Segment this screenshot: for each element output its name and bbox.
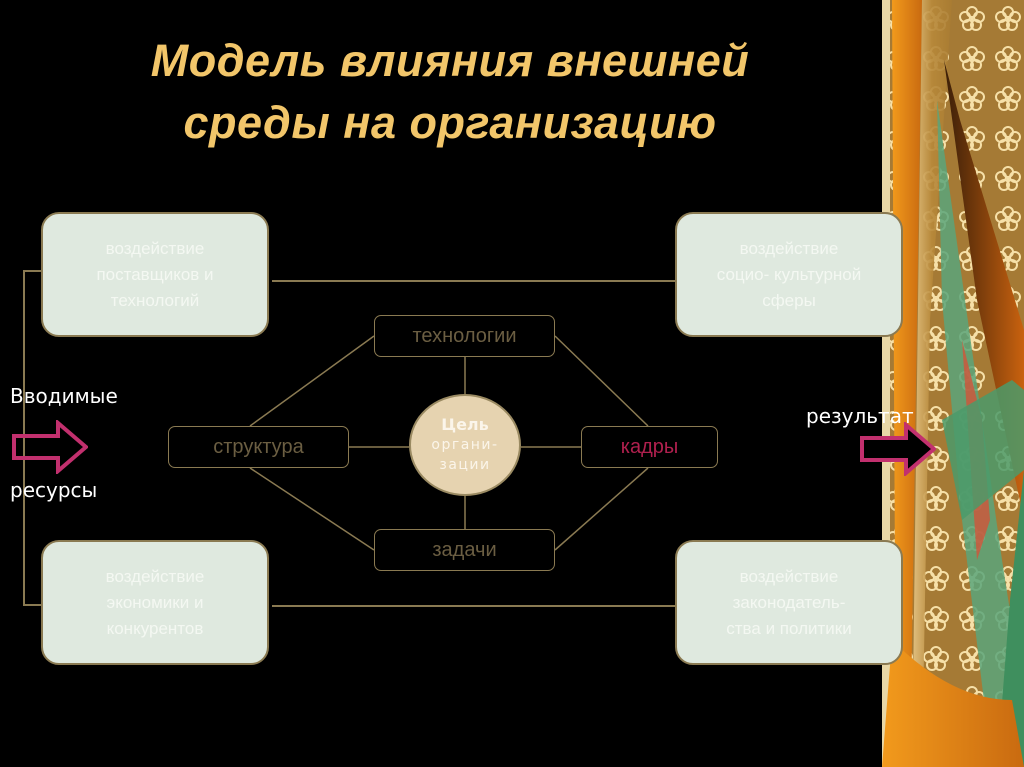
env-box-label: воздействие экономики и конкурентов xyxy=(105,566,205,638)
right-arrow-icon xyxy=(860,422,936,476)
org-box-label: задачи xyxy=(432,538,497,561)
inputs-label-bottom: ресурсы xyxy=(10,478,98,502)
env-box-legislation-politics: воздействие законодатель- ства и политик… xyxy=(675,540,903,665)
env-box-suppliers-technologies: воздействие поставщиков и технологий xyxy=(41,212,269,337)
outputs-label: результат xyxy=(806,404,914,428)
goal-line-2: органи- xyxy=(431,437,499,453)
env-box-label: воздействие законодатель- ства и политик… xyxy=(726,566,852,638)
org-goal-circle: Цель органи- зации xyxy=(409,394,521,496)
env-box-label: воздействие поставщиков и технологий xyxy=(96,238,214,310)
org-box-label: структура xyxy=(213,435,304,458)
org-box-structure: структура xyxy=(168,426,349,468)
goal-title: Цель xyxy=(441,415,489,434)
inputs-label-top: Вводимые xyxy=(10,384,118,408)
env-box-label: воздействие социо- культурной сферы xyxy=(716,238,862,310)
decorative-kimono-panel xyxy=(882,0,1024,767)
goal-line-3: зации xyxy=(439,457,491,473)
org-box-tasks: задачи xyxy=(374,529,555,571)
title-line-1: Модель влияния внешней xyxy=(150,35,750,86)
org-box-technologies: технологии xyxy=(374,315,555,357)
right-arrow-icon xyxy=(12,420,88,474)
env-box-economy-competitors: воздействие экономики и конкурентов xyxy=(41,540,269,665)
slide-title: Модель влияния внешней среды на организа… xyxy=(60,30,840,154)
env-box-sociocultural: воздействие социо- культурной сферы xyxy=(675,212,903,337)
org-box-personnel: кадры xyxy=(581,426,718,468)
title-line-2: среды на организацию xyxy=(183,97,717,148)
org-box-label: кадры xyxy=(620,435,679,458)
org-box-label: технологии xyxy=(412,324,517,347)
